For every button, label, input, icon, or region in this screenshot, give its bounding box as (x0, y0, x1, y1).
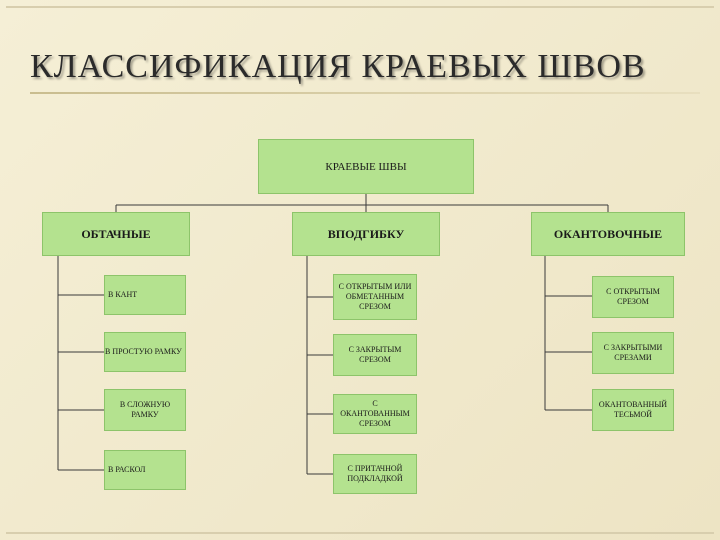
leaf-s-zakrytym-srezom: С ЗАКРЫТЫМ СРЕЗОМ (333, 334, 417, 376)
slide-title: КЛАССИФИКАЦИЯ КРАЕВЫХ ШВОВ (30, 48, 646, 85)
leaf-v-raskol: В РАСКОЛ (104, 450, 186, 490)
category-obtachnye: ОБТАЧНЫЕ (42, 212, 190, 256)
top-border-line (6, 6, 714, 8)
leaf-s-otkrytym-srezom: С ОТКРЫТЫМ СРЕЗОМ (592, 276, 674, 318)
leaf-s-pritachnoy-podkladkoy: С ПРИТАЧНОЙ ПОДКЛАДКОЙ (333, 454, 417, 494)
bottom-border-line (6, 532, 714, 534)
leaf-okantovannyy-tesmoy: ОКАНТОВАННЫЙ ТЕСЬМОЙ (592, 389, 674, 431)
category-okantovochnye: ОКАНТОВОЧНЫЕ (531, 212, 685, 256)
leaf-v-slozhnuyu-ramku: В СЛОЖНУЮ РАМКУ (104, 389, 186, 431)
root-node: КРАЕВЫЕ ШВЫ (258, 139, 474, 194)
title-underline (30, 92, 700, 94)
category-vpodgibku: ВПОДГИБКУ (292, 212, 440, 256)
leaf-v-kant: В КАНТ (104, 275, 186, 315)
leaf-v-prostuyu-ramku: В ПРОСТУЮ РАМКУ (104, 332, 186, 372)
leaf-s-okantovannym-srezom: С ОКАНТОВАННЫМ СРЕЗОМ (333, 394, 417, 434)
leaf-s-otkrytym-ili-obmetannym-srezom: С ОТКРЫТЫМ ИЛИ ОБМЕТАННЫМ СРЕЗОМ (333, 274, 417, 320)
leaf-s-zakrytymi-srezami: С ЗАКРЫТЫМИ СРЕЗАМИ (592, 332, 674, 374)
